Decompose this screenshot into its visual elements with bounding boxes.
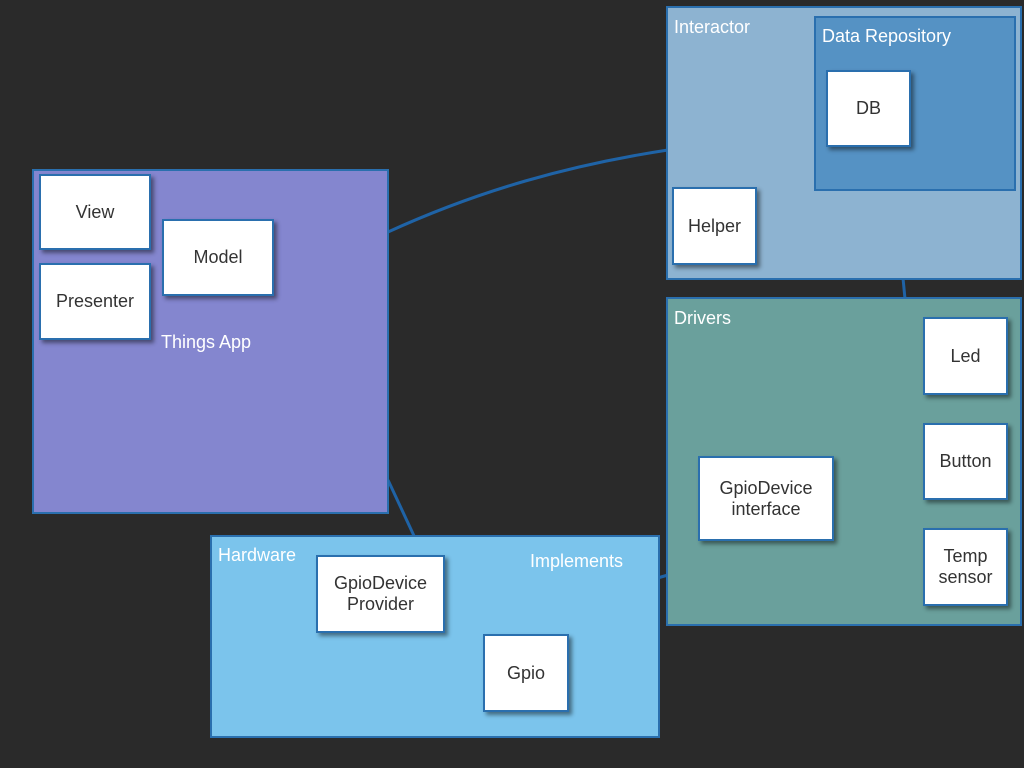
interactor-label: Interactor: [674, 17, 751, 37]
implements-label: Implements: [530, 551, 624, 571]
gpio-node: Gpio: [483, 634, 569, 712]
gpio-device-provider-node: GpioDevice Provider: [316, 555, 445, 633]
button-node: Button: [923, 423, 1008, 500]
temp-sensor-node: Temp sensor: [923, 528, 1008, 606]
view-node: View: [39, 174, 151, 250]
hardware-label: Hardware: [218, 545, 297, 565]
data-repository-label: Data Repository: [822, 26, 952, 46]
helper-node: Helper: [672, 187, 757, 265]
led-node: Led: [923, 317, 1008, 395]
presenter-node: Presenter: [39, 263, 151, 340]
model-node: Model: [162, 219, 274, 296]
db-node: DB: [826, 70, 911, 147]
connector-app-hardware: [386, 479, 417, 539]
drivers-label: Drivers: [674, 308, 731, 328]
gpio-device-interface-node: GpioDevice interface: [698, 456, 834, 541]
connector-interactor-drivers: [901, 277, 907, 300]
connector-app-interactor: [387, 148, 669, 234]
things-app-label: Things App: [161, 332, 252, 352]
